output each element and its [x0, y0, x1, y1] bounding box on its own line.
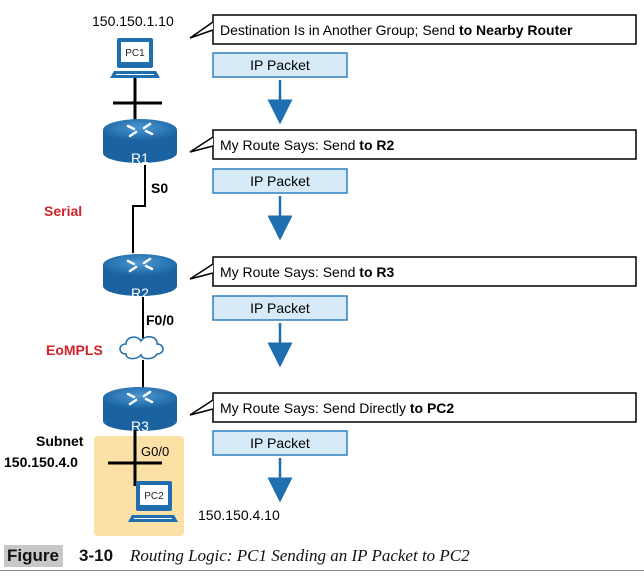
r2-interface: F0/0: [146, 312, 174, 328]
ip-packet-3: IP Packet: [212, 295, 348, 321]
router-r3-icon: R3: [103, 387, 177, 434]
serial-link: [132, 165, 146, 253]
callout-4-text: My Route Says: Send Directly: [220, 400, 410, 416]
r3-interface: G0/0: [141, 444, 169, 459]
eompls-label: EoMPLS: [46, 342, 103, 358]
ip-packet-2: IP Packet: [212, 168, 348, 194]
svg-text:My Route Says: Send to R3: My Route Says: Send to R3: [220, 264, 395, 280]
callout-4-bold: to PC2: [410, 400, 455, 416]
routing-diagram: PC1 150.150.1.10 R1 S0 Serial R2 F0/0 Eo…: [4, 13, 637, 536]
r1-interface: S0: [151, 180, 168, 196]
pc2-label: PC2: [144, 491, 164, 502]
subnet-line2: 150.150.4.0: [4, 454, 78, 470]
callout-4: My Route Says: Send Directly to PC2: [189, 392, 637, 423]
router-r1-icon: R1: [103, 119, 177, 166]
router-r2-icon: R2: [103, 254, 177, 301]
callout-1-text: Destination Is in Another Group; Send: [220, 22, 459, 38]
callout-1: Destination Is in Another Group; Send to…: [189, 14, 637, 45]
callout-2-bold: to R2: [359, 137, 394, 153]
pc1-ip: 150.150.1.10: [92, 13, 174, 29]
ip-packet-2-label: IP Packet: [250, 173, 310, 189]
subnet-line1: Subnet: [36, 433, 84, 449]
pc1-icon: PC1: [110, 38, 160, 78]
svg-text:My Route Says: Send to R2: My Route Says: Send to R2: [220, 137, 395, 153]
r1-label: R1: [131, 150, 149, 166]
callout-2-text: My Route Says: Send: [220, 137, 359, 153]
figure-title: Routing Logic: PC1 Sending an IP Packet …: [130, 546, 470, 565]
caption-divider: [0, 570, 644, 571]
callout-2: My Route Says: Send to R2: [189, 129, 637, 160]
callout-3-text: My Route Says: Send: [220, 264, 359, 280]
pc2-icon: PC2: [128, 481, 178, 522]
svg-text:Destination Is in Another Grou: Destination Is in Another Group; Send to…: [220, 22, 573, 38]
svg-text:My Route Says: Send Directly t: My Route Says: Send Directly to PC2: [220, 400, 454, 416]
pc2-ip: 150.150.4.10: [198, 507, 280, 523]
ip-packet-3-label: IP Packet: [250, 300, 310, 316]
serial-label: Serial: [44, 203, 82, 219]
callout-1-bold: to Nearby Router: [459, 22, 573, 38]
ip-packet-1: IP Packet: [212, 52, 348, 78]
figure-number: 3-10: [79, 546, 114, 565]
callout-3: My Route Says: Send to R3: [189, 256, 637, 287]
figure-label: Figure: [4, 545, 63, 567]
r2-label: R2: [131, 285, 149, 301]
callout-3-bold: to R3: [359, 264, 394, 280]
cloud-icon: [119, 336, 164, 360]
ip-packet-4-label: IP Packet: [250, 435, 310, 451]
ip-packet-1-label: IP Packet: [250, 57, 310, 73]
ip-packet-4: IP Packet: [212, 430, 348, 456]
pc1-label: PC1: [125, 48, 145, 59]
